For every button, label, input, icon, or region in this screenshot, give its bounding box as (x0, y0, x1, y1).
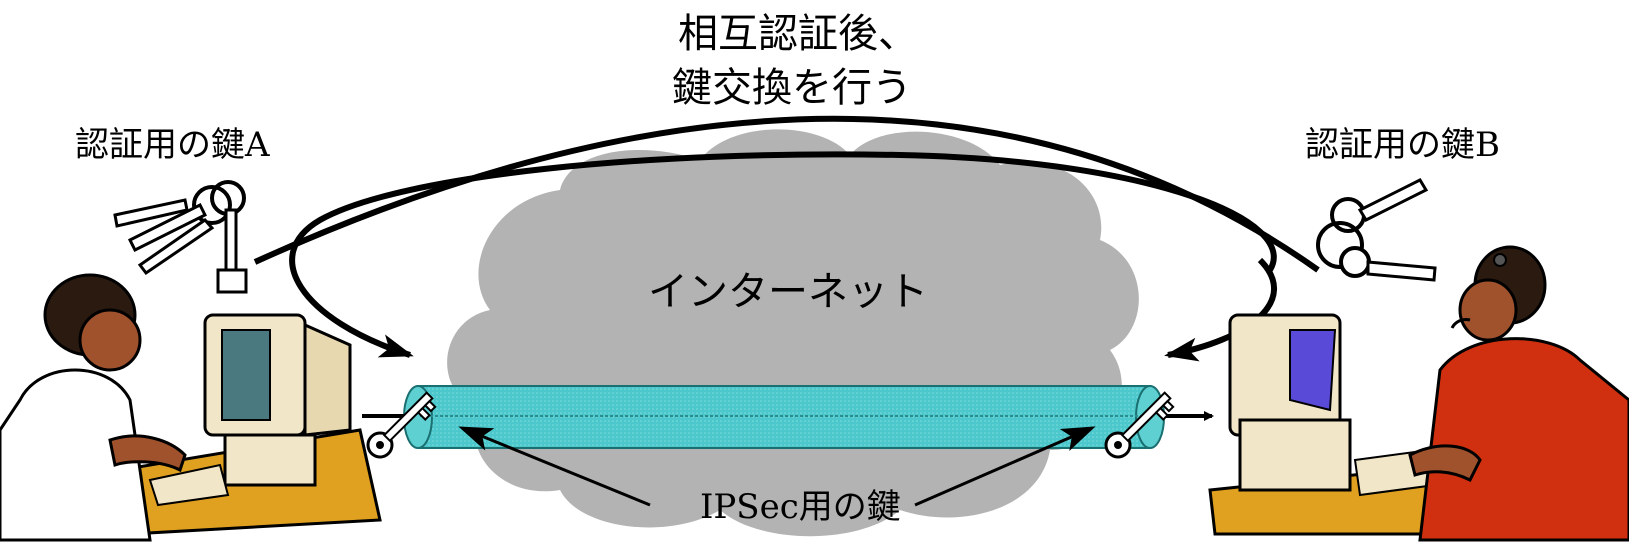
internet-label: インターネット (648, 269, 928, 315)
ipsec-key-pointers (458, 426, 1096, 507)
auth-key-ring-b-icon (1316, 178, 1437, 282)
auth-key-a-label: 認証用の鍵A (75, 125, 270, 165)
user-b-operator-headset-icon (1208, 245, 1629, 542)
ipsec-key-label: IPSec用の鍵 (700, 487, 901, 527)
ipsec-tunnel-icon (403, 385, 1165, 449)
ipsec-key-right-icon (1104, 391, 1175, 459)
caption-line-2: 鍵交換を行う (672, 65, 912, 111)
ipsec-key-left-icon (366, 391, 437, 459)
auth-key-ring-a-icon (113, 180, 248, 294)
caption-line-1: 相互認証後、 (678, 11, 918, 57)
internet-cloud-icon (447, 129, 1139, 537)
auth-key-b-label: 認証用の鍵B (1305, 125, 1500, 165)
user-a-at-computer-icon (0, 273, 382, 542)
